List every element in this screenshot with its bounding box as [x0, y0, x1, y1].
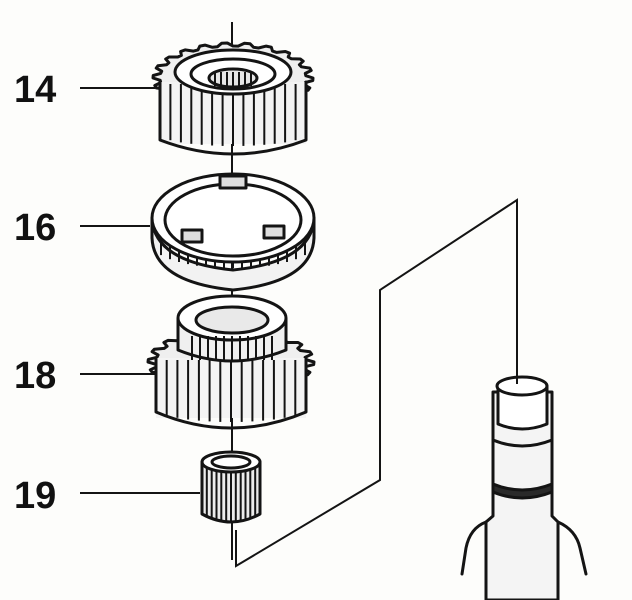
bearing-19-needles — [205, 468, 257, 522]
callout-18: 18 — [14, 355, 56, 397]
gear-18-hub-splines — [191, 336, 273, 360]
gear-14-inner-ring — [189, 57, 277, 91]
part-18-gear — [146, 294, 316, 430]
ring-16-lug-right — [262, 224, 286, 240]
part-19-needle-bearing — [200, 450, 262, 524]
gear-18-flutes — [165, 360, 297, 422]
shaft-step-line — [491, 438, 554, 448]
shaft-flange-left — [460, 520, 488, 576]
bearing-19-bore — [210, 454, 252, 470]
gear-18-side — [154, 356, 308, 430]
shaft-flange-right — [556, 520, 588, 576]
assembly-path-line — [235, 198, 518, 568]
ring-16-outer-band — [150, 216, 316, 292]
gear-18-bore — [194, 305, 270, 335]
ring-16-lug-top — [218, 174, 248, 190]
callout-14: 14 — [14, 69, 56, 111]
shaft-tip — [496, 384, 549, 431]
callout-16: 16 — [14, 207, 56, 249]
part-14-gear — [151, 41, 315, 156]
part-16-synchronizer-ring — [150, 172, 316, 292]
gear-14-side — [158, 80, 308, 156]
mainshaft — [460, 375, 588, 600]
shaft-groove — [491, 482, 554, 500]
ring-16-lug-left — [180, 228, 204, 244]
callout-19: 19 — [14, 475, 56, 517]
shaft-tip-end — [495, 375, 549, 397]
gear-14-bore-splines — [214, 72, 252, 86]
